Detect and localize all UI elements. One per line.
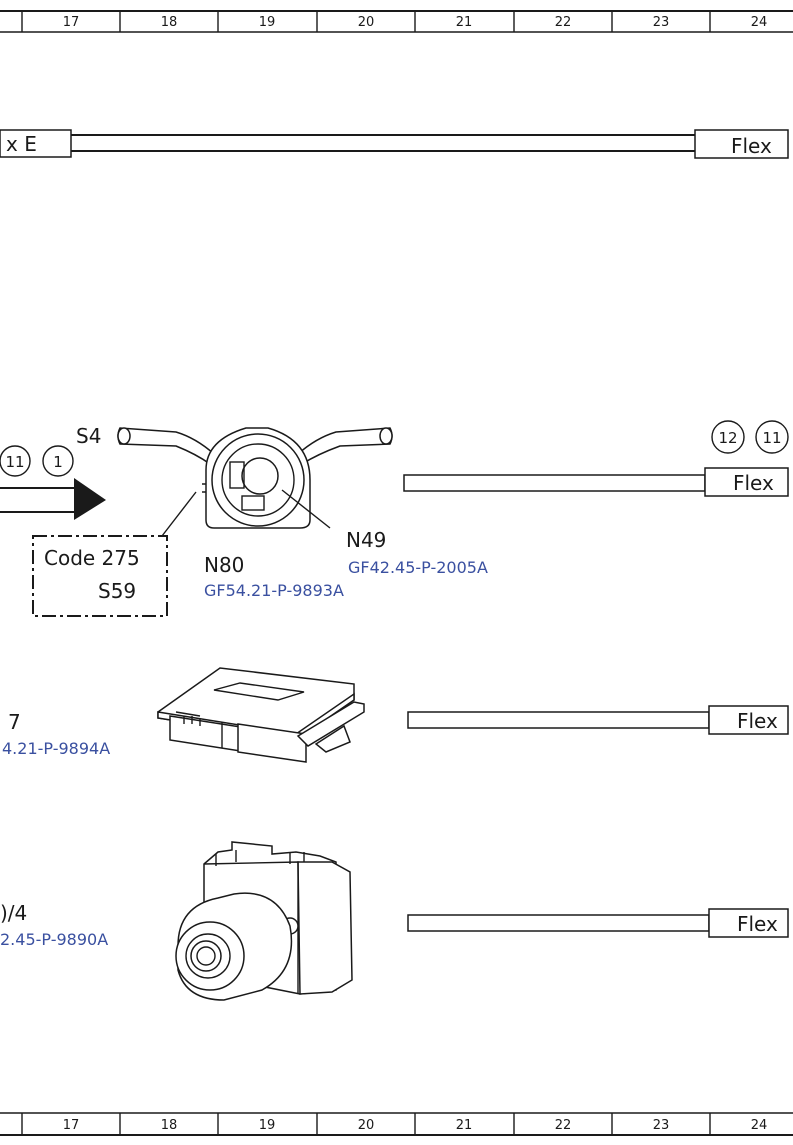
combination-switch-icon bbox=[117, 427, 393, 529]
lock-label: )/4 bbox=[0, 901, 27, 925]
lock-flex-box bbox=[708, 908, 789, 938]
module-row: 7 4.21-P-9894A Flex bbox=[2, 667, 789, 763]
circle-left-a: 11 bbox=[5, 453, 24, 471]
arrow-right-icon bbox=[0, 478, 106, 520]
n49-label: N49 bbox=[346, 528, 386, 552]
ruler-col-23: 23 bbox=[653, 15, 670, 30]
bottom-ruler-col-23: 23 bbox=[653, 1118, 670, 1133]
switch-group: S4 11 1 12 11 bbox=[0, 420, 789, 617]
top-bus: x E Flex bbox=[0, 129, 789, 159]
top-ruler: 17 18 19 20 21 22 23 24 bbox=[0, 10, 793, 33]
ruler-col-22: 22 bbox=[555, 15, 572, 30]
bus-left-box bbox=[0, 129, 72, 158]
bottom-ruler-col-17: 17 bbox=[63, 1118, 80, 1133]
module-label: 7 bbox=[8, 710, 21, 734]
n49-ref-link[interactable]: GF42.45-P-2005A bbox=[348, 558, 488, 577]
code-box bbox=[32, 535, 168, 617]
s4-label: S4 bbox=[76, 424, 101, 448]
lock-ref-link[interactable]: 2.45-P-9890A bbox=[0, 930, 108, 949]
bottom-ruler-col-19: 19 bbox=[259, 1118, 276, 1133]
bottom-ruler-col-21: 21 bbox=[456, 1118, 473, 1133]
code-label: Code 275 bbox=[44, 546, 140, 570]
switch-flex-label: Flex bbox=[733, 471, 774, 495]
ruler-col-24: 24 bbox=[751, 15, 768, 30]
ruler-col-17: 17 bbox=[63, 15, 80, 30]
ignition-lock-icon bbox=[175, 841, 353, 1001]
s59-label: S59 bbox=[98, 579, 136, 603]
bottom-ruler: 17 18 19 20 21 22 23 24 bbox=[0, 1112, 793, 1136]
bottom-ruler-col-22: 22 bbox=[555, 1118, 572, 1133]
circle-left-b: 1 bbox=[53, 453, 63, 471]
module-flex-label: Flex bbox=[737, 709, 778, 733]
lock-row: )/4 2.45-P-9890A Flex bbox=[0, 841, 789, 1001]
bus-right-box bbox=[694, 129, 789, 159]
bottom-ruler-col-18: 18 bbox=[161, 1118, 178, 1133]
ruler-col-19: 19 bbox=[259, 15, 276, 30]
ruler-col-21: 21 bbox=[456, 15, 473, 30]
lock-flex-label: Flex bbox=[737, 912, 778, 936]
bus-left-label: x E bbox=[6, 132, 37, 156]
module-flex-harness bbox=[407, 711, 710, 729]
switch-flex-box bbox=[704, 467, 789, 497]
lock-flex-harness bbox=[407, 914, 710, 932]
module-flex-box bbox=[708, 705, 789, 735]
circle-right-b: 11 bbox=[762, 429, 781, 447]
bottom-ruler-col-24: 24 bbox=[751, 1118, 768, 1133]
control-module-icon bbox=[157, 667, 365, 763]
ruler-col-18: 18 bbox=[161, 15, 178, 30]
circle-right-a: 12 bbox=[718, 429, 737, 447]
n80-label: N80 bbox=[204, 553, 244, 577]
bus-right-label: Flex bbox=[731, 134, 772, 158]
module-ref-link[interactable]: 4.21-P-9894A bbox=[2, 739, 110, 758]
n80-ref-link[interactable]: GF54.21-P-9893A bbox=[204, 581, 344, 600]
bottom-ruler-col-20: 20 bbox=[358, 1118, 375, 1133]
switch-flex-harness bbox=[403, 474, 706, 492]
ruler-col-20: 20 bbox=[358, 15, 375, 30]
